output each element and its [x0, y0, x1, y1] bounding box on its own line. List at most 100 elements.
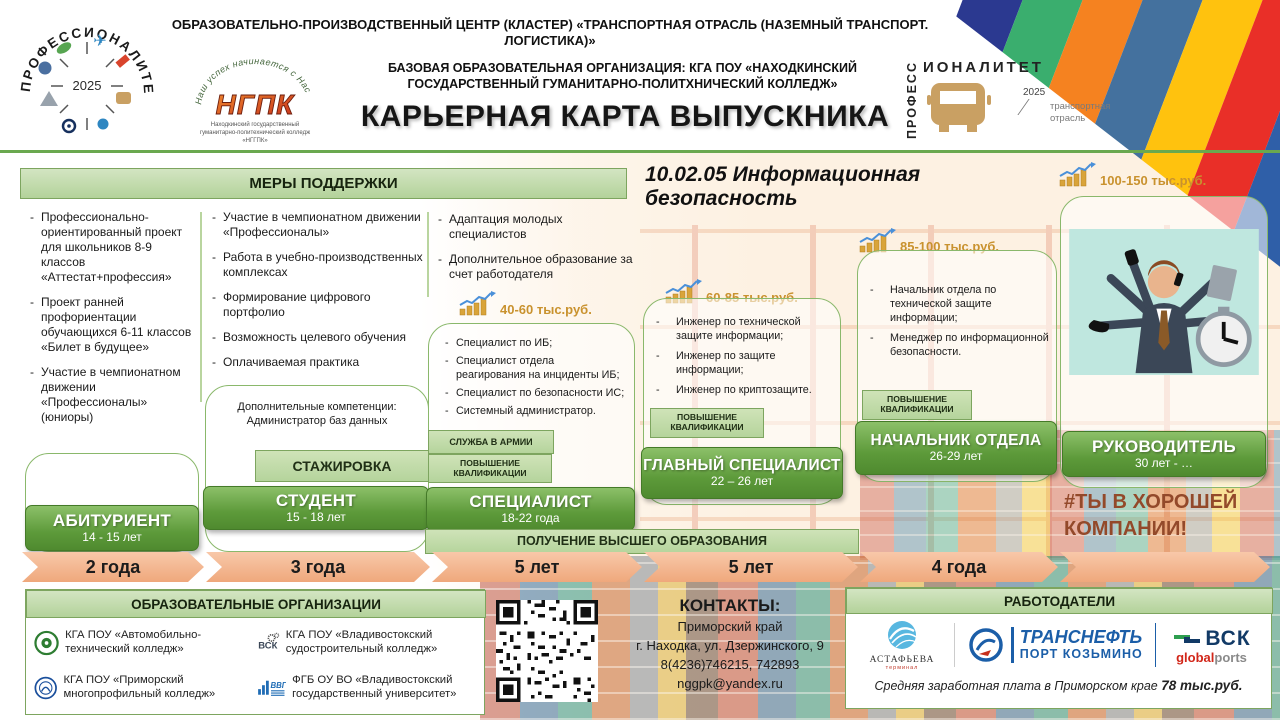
stage-chief-specialist: ГЛАВНЫЙ СПЕЦИАЛИСТ 22 – 26 лет	[641, 447, 843, 499]
job-item: Специалист по безопасности ИС;	[445, 386, 626, 400]
coins-growth-icon	[1059, 162, 1096, 187]
prof-right-year: 2025	[1023, 87, 1046, 98]
red-wing-icon	[115, 54, 130, 68]
stage-student: СТУДЕНТ 15 - 18 лет	[203, 486, 429, 530]
support-col1: Профессионально-ориентированный проект д…	[30, 210, 198, 435]
education-organizations-header: ОБРАЗОВАТЕЛЬНЫЕ ОРГАНИЗАЦИИ	[26, 590, 486, 618]
stage-age: 22 – 26 лет	[710, 474, 774, 488]
badge-upskilling: ПОВЫШЕНИЕ КВАЛИФИКАЦИИ	[428, 454, 552, 483]
column-divider	[200, 212, 202, 402]
page-title: КАРЬЕРНАЯ КАРТА ВЫПУСКНИКА	[360, 100, 890, 133]
pmk-college-logo	[34, 676, 57, 699]
vsk-globalports-logo: ВСК globalports	[1156, 627, 1267, 664]
qr-code	[496, 600, 598, 702]
timeline-arrow-4: 5 лет	[644, 552, 858, 582]
ngpk-caption-2: гуманитарно-политехнический колледж	[200, 129, 310, 136]
timeline-arrow-6	[1060, 552, 1270, 582]
average-salary-value: 78 тыс.руб.	[1161, 678, 1243, 693]
logo-year: 2025	[73, 78, 102, 93]
support-item: Дополнительное образование за счет работ…	[438, 252, 634, 282]
astafieva-name: АСТАФЬЕВА	[869, 655, 935, 665]
astafieva-logo: АСТАФЬЕВА терминал	[850, 619, 954, 671]
stage-age: 30 лет - …	[1134, 455, 1194, 470]
slash-divider	[1017, 99, 1052, 115]
job-item: Специалист по ИБ;	[445, 336, 626, 350]
target-icon	[61, 118, 77, 134]
stage-name: СТУДЕНТ	[275, 491, 357, 511]
job-item: Менеджер по информационной безопасности.	[870, 331, 1050, 359]
support-item: Профессионально-ориентированный проект д…	[30, 210, 198, 285]
bus-icon	[927, 83, 991, 132]
prof-right-caption-2: отрасль	[1050, 112, 1086, 124]
base-organization-title: БАЗОВАЯ ОБРАЗОВАТЕЛЬНАЯ ОРГАНИЗАЦИЯ: КГА…	[387, 61, 858, 92]
stage-abiturient: АБИТУРИЕНТ 14 - 15 лет	[25, 505, 199, 551]
contacts-title: КОНТАКТЫ:	[679, 596, 781, 615]
stage-name: АБИТУРИЕНТ	[52, 511, 172, 531]
coins-growth-icon	[859, 228, 896, 253]
globalports-ports: ports	[1214, 649, 1247, 665]
stage-age: 14 - 15 лет	[82, 529, 142, 544]
transneft-line2: ПОРТ КОЗЬМИНО	[1019, 646, 1143, 661]
stage-age: 18-22 года	[501, 510, 560, 525]
timeline-arrow-2: 3 года	[206, 552, 430, 582]
education-org-name: КГА ПОУ «Приморский многопрофильный колл…	[63, 673, 216, 700]
vsk-shipyard-logo: ВСК	[258, 632, 280, 651]
coins-growth-icon	[459, 291, 496, 316]
stage-department-head: НАЧАЛЬНИК ОТДЕЛА 26-29 лет	[855, 421, 1057, 475]
salary-text: 40-60 тыс.руб.	[500, 302, 592, 317]
salary-marker-1: 40-60 тыс.руб.	[458, 291, 592, 317]
prof-right-horizontal-text: ИОНАЛИТЕТ	[923, 59, 1044, 76]
support-item: Участие в чемпионатном движении «Професс…	[30, 365, 198, 425]
bus-icon	[116, 92, 131, 104]
job-item: Специалист отдела реагирования на инциде…	[445, 354, 626, 382]
badge-upskilling: ПОВЫШЕНИЕ КВАЛИФИКАЦИИ	[862, 390, 972, 420]
drop-icon	[97, 118, 109, 130]
stage-age: 15 - 18 лет	[286, 509, 346, 524]
timeline-arrow-3: 5 лет	[432, 552, 642, 582]
contact-phones: 8(4236)746215, 742893	[660, 656, 800, 672]
professionalitet-transport-logo: ПРОФЕСС ИОНАЛИТЕТ 2025 транспортная отра…	[905, 55, 1120, 145]
transneft-emblem	[969, 628, 1003, 662]
average-salary-note: Средняя заработная плата в Приморском кр…	[874, 678, 1243, 693]
stage-age: 26-29 лет	[929, 449, 983, 463]
badge-army-service: СЛУЖБА В АРМИИ	[428, 430, 554, 454]
support-item: Формирование цифрового портфолио	[212, 290, 424, 320]
student-note-line1: Дополнительные компетенции:	[237, 401, 397, 413]
education-org-name: КГА ПОУ «Владивостокский судостроительны…	[285, 628, 438, 655]
job-item: Начальник отдела по технической защите и…	[870, 283, 1050, 325]
vvgu-abbr: ВВГУ	[270, 681, 286, 690]
employers-header: РАБОТОДАТЕЛИ	[846, 588, 1273, 614]
education-org-name: ФГБ ОУ ВО «Владивостокский государственн…	[292, 673, 457, 700]
contact-region: Приморский край	[677, 619, 783, 634]
department-head-jobs: Начальник отдела по технической защите и…	[870, 283, 1050, 359]
transneft-line1: ТРАНСНЕФТЬ	[1019, 626, 1143, 647]
education-org-name: КГА ПОУ «Автомобильно-технический коллед…	[65, 628, 202, 655]
stage-name: ГЛАВНЫЙ СПЕЦИАЛИСТ	[643, 457, 841, 475]
leaf-icon	[56, 42, 72, 54]
stage-specialist: СПЕЦИАЛИСТ 18-22 года	[426, 487, 635, 531]
support-measures-header: МЕРЫ ПОДДЕРЖКИ	[20, 168, 627, 199]
education-org-item: КГА ПОУ «Приморский многопрофильный колл…	[32, 665, 255, 710]
stage-name: НАЧАЛЬНИК ОТДЕЛА	[870, 432, 1042, 450]
cluster-title: ОБРАЗОВАТЕЛЬНО-ПРОИЗВОДСТВЕННЫЙ ЦЕНТР (К…	[171, 17, 929, 48]
support-item: Адаптация молодых специалистов	[438, 212, 634, 242]
prof-right-vertical-text: ПРОФЕСС	[905, 61, 919, 139]
globalports-global: global	[1176, 649, 1215, 665]
berry-icon	[38, 61, 52, 75]
vsk-emblem	[1174, 634, 1201, 643]
support-col3: Адаптация молодых специалистов Дополните…	[438, 212, 634, 292]
contact-address: г. Находка, ул. Дзержинского, 9	[636, 637, 824, 653]
svg-text:ВСК: ВСК	[258, 640, 277, 651]
vvgu-university-logo: ВВГУ	[258, 680, 286, 696]
higher-education-band: ПОЛУЧЕНИЕ ВЫСШЕГО ОБРАЗОВАНИЯ	[425, 529, 859, 554]
ngpk-abbr: НГПК	[216, 89, 296, 120]
support-item: Работа в учебно-производственных комплек…	[212, 250, 424, 280]
job-item: Системный администратор.	[445, 404, 626, 418]
education-org-item: КГА ПОУ «Автомобильно-технический коллед…	[32, 620, 255, 665]
vsk-abbr: ВСК	[1205, 626, 1251, 650]
mountain-icon	[40, 91, 58, 106]
prof-right-caption-1: транспортная	[1050, 101, 1111, 112]
support-item: Проект ранней профориентации обучающихся…	[30, 295, 198, 355]
